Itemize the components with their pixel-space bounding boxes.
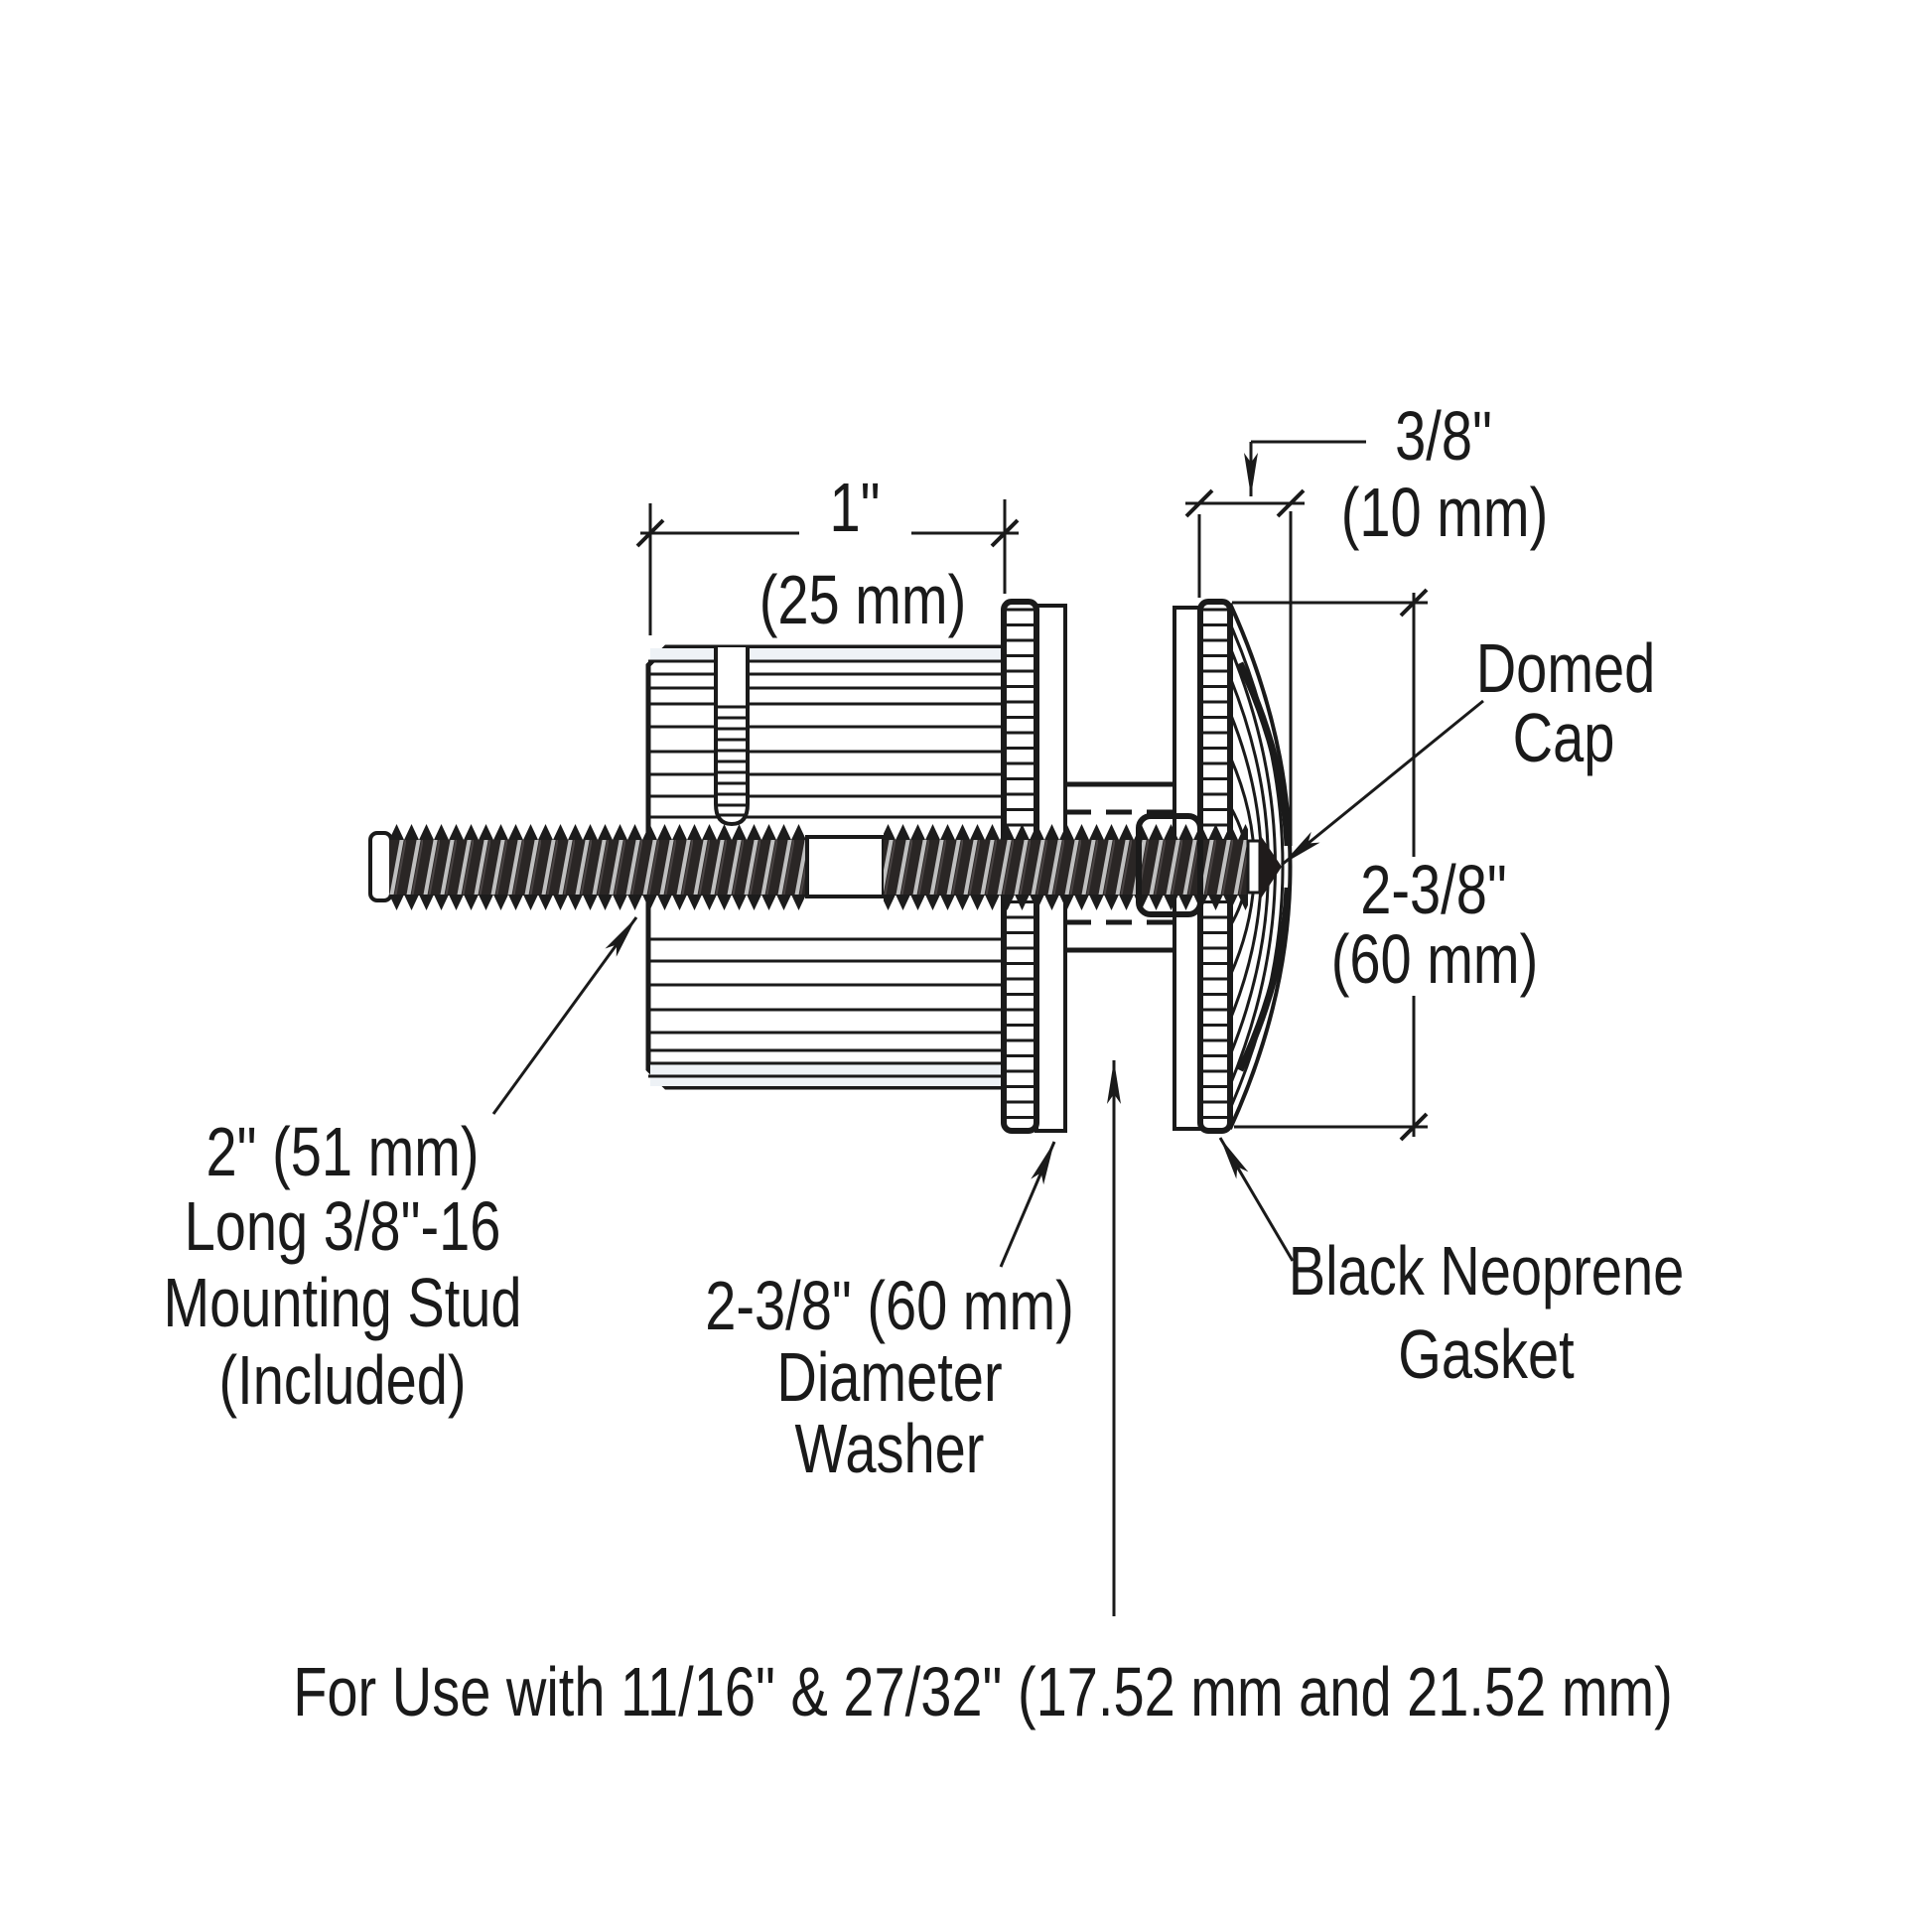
leader-line bbox=[1218, 1137, 1295, 1262]
leader-line bbox=[1281, 699, 1484, 867]
label-text: Cap bbox=[1513, 699, 1615, 776]
dimension-body-width: 1" (25 mm) bbox=[635, 469, 1020, 638]
stud-neck bbox=[1246, 839, 1262, 895]
label-domed-cap: Domed Cap bbox=[1281, 629, 1656, 867]
dim-width-value: 1" bbox=[830, 469, 881, 546]
stud-shank bbox=[805, 835, 886, 898]
label-text: Mounting Stud bbox=[163, 1264, 521, 1341]
dim-cap-metric: (10 mm) bbox=[1341, 474, 1549, 551]
dim-cap-value: 3/8" bbox=[1395, 397, 1492, 475]
dim-diameter-metric: (60 mm) bbox=[1331, 920, 1539, 998]
label-text: Gasket bbox=[1398, 1315, 1574, 1393]
label-washer: 2-3/8" (60 mm) Diameter Washer bbox=[705, 1141, 1074, 1487]
label-gasket: Black Neoprene Gasket bbox=[1218, 1137, 1685, 1393]
dim-diameter-value: 2-3/8" bbox=[1360, 851, 1507, 928]
stud-point bbox=[1259, 833, 1282, 901]
leader-line bbox=[491, 916, 638, 1115]
dome-shading-top bbox=[1236, 661, 1292, 847]
label-text: Long 3/8"-16 bbox=[185, 1187, 501, 1265]
glass-gap bbox=[1065, 781, 1174, 953]
slot-hatch bbox=[718, 705, 746, 817]
footer-text: For Use with 11/16" & 27/32" (17.52 mm a… bbox=[293, 1653, 1673, 1730]
dimension-cap-depth: 3/8" (10 mm) bbox=[1184, 397, 1549, 846]
leader-line bbox=[999, 1141, 1056, 1268]
label-text: 2-3/8" (60 mm) bbox=[705, 1267, 1074, 1344]
footer-note: For Use with 11/16" & 27/32" (17.52 mm a… bbox=[293, 1060, 1673, 1730]
label-text: Domed bbox=[1476, 629, 1656, 707]
label-text: 2" (51 mm) bbox=[207, 1113, 480, 1190]
label-text: Washer bbox=[795, 1410, 985, 1487]
label-mounting-stud: 2" (51 mm) Long 3/8"-16 Mounting Stud (I… bbox=[163, 916, 638, 1419]
threaded-stud bbox=[368, 824, 1282, 910]
label-text: Diameter bbox=[776, 1338, 1002, 1416]
dim-width-metric: (25 mm) bbox=[759, 561, 967, 638]
body-knurl-lines bbox=[648, 659, 1005, 1078]
cap-boss-nut bbox=[1136, 813, 1203, 917]
label-text: Black Neoprene bbox=[1289, 1232, 1685, 1310]
dimension-diameter: 2-3/8" (60 mm) bbox=[1232, 588, 1539, 1142]
stud-tip bbox=[368, 831, 393, 902]
body-shading-top bbox=[650, 648, 1003, 661]
set-screw-slot bbox=[714, 647, 750, 827]
dome-shading-bottom bbox=[1236, 887, 1292, 1072]
label-text: (Included) bbox=[219, 1341, 467, 1419]
